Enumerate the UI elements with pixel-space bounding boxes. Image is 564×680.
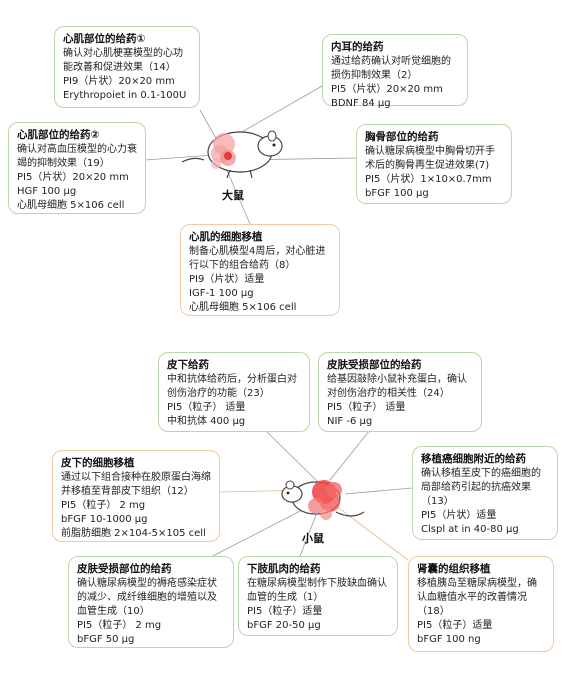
- mouse-box-subcutaneous: 皮下给药 中和抗体给药后，分析蛋白对创伤治疗的功能（23） PI5（粒子） 适量…: [158, 352, 310, 432]
- box-title: 心肌部位的给药②: [17, 129, 100, 141]
- box-title: 心肌的细胞移植: [189, 231, 263, 243]
- box-line: PI5（粒子） 适量: [327, 402, 406, 413]
- mouse-box-skin-damage-1: 皮肤受损部位的给药 给基因敲除小鼠补充蛋白，确认对创伤治疗的相关性（24） PI…: [318, 352, 482, 432]
- rat-box-sternum: 胸骨部位的给药 确认糖尿病模型中胸骨切开手术后的胸骨再生促进效果(7) PI5（…: [356, 124, 512, 204]
- box-line: PI5（粒子）适量: [417, 620, 493, 631]
- box-desc: 确认糖尿病模型中胸骨切开手术后的胸骨再生促进效果(7): [365, 146, 495, 171]
- box-title: 胸骨部位的给药: [365, 131, 439, 143]
- box-line: PI5（粒子）适量: [247, 606, 323, 617]
- box-title: 下肢肌肉的给药: [247, 563, 321, 575]
- box-desc: 制备心肌模型4周后，对心脏进行以下的组合给药（8）: [189, 246, 326, 271]
- box-line: 心肌母细胞 5×106 cell: [17, 200, 125, 211]
- box-line: PI5（粒子） 适量: [167, 402, 246, 413]
- box-desc: 移植胰岛至糖尿病模型，确认血糖值水平的改善情况（18）: [417, 578, 537, 617]
- box-line: IGF-1 100 μg: [189, 288, 254, 299]
- box-line: bFGF 10-1000 μg: [61, 514, 148, 525]
- rat-icon: [181, 130, 283, 179]
- box-line: PI5（粒子） 2 mg: [61, 500, 146, 511]
- box-desc: 通过以下组合接种在胶原蛋白海绵并移植至背部皮下组织（12）: [61, 472, 211, 497]
- box-line: bFGF 50 μg: [77, 634, 135, 645]
- box-line: bFGF 100 μg: [365, 188, 429, 199]
- rat-illustration: [180, 118, 290, 186]
- rat-label: 大鼠: [222, 189, 244, 202]
- box-title: 心肌部位的给药①: [63, 33, 146, 45]
- box-desc: 通过给药确认对听觉细胞的损伤抑制效果（2）: [331, 56, 451, 81]
- box-title: 皮下的细胞移植: [61, 457, 135, 469]
- mouse-box-kidney-capsule: 肾囊的组织移植 移植胰岛至糖尿病模型，确认血糖值水平的改善情况（18） PI5（…: [408, 556, 554, 652]
- box-line: PI9（片状）适量: [189, 274, 265, 285]
- box-desc: 中和抗体给药后，分析蛋白对创伤治疗的功能（23）: [167, 374, 297, 399]
- box-line: Erythropoiet in 0.1-100U: [63, 90, 187, 101]
- box-desc: 在糖尿病模型制作下肢缺血确认血管的生成（1）: [247, 578, 387, 603]
- box-title: 肾囊的组织移植: [417, 563, 491, 575]
- box-line: PI5（粒子） 2 mg: [77, 620, 162, 631]
- rat-box-inner-ear: 内耳的给药 通过给药确认对听觉细胞的损伤抑制效果（2） PI5（片状）20×20…: [322, 34, 468, 109]
- box-line: NIF -6 μg: [327, 416, 373, 427]
- box-title: 皮肤受损部位的给药: [77, 563, 172, 575]
- mouse-illustration: [276, 472, 366, 528]
- mouse-box-skin-damage-2: 皮肤受损部位的给药 确认糖尿病模型的褥疮感染症状的减少、成纤维细胞的增殖以及血管…: [68, 556, 234, 648]
- box-desc: 确认糖尿病模型的褥疮感染症状的减少、成纤维细胞的增殖以及血管生成（10）: [77, 578, 217, 617]
- box-title: 皮下给药: [167, 359, 209, 371]
- box-line: bFGF 100 ng: [417, 634, 481, 645]
- mouse-box-subcutaneous-cell: 皮下的细胞移植 通过以下组合接种在胶原蛋白海绵并移植至背部皮下组织（12） PI…: [52, 450, 220, 542]
- mouse-box-lower-limb: 下肢肌肉的给药 在糖尿病模型制作下肢缺血确认血管的生成（1） PI5（粒子）适量…: [238, 556, 398, 636]
- box-line: PI5（片状）20×20 mm: [17, 172, 129, 183]
- box-line: bFGF 20-50 μg: [247, 620, 321, 631]
- box-line: BDNF 84 μg: [331, 98, 391, 109]
- box-desc: 确认移植至皮下的癌细胞的局部给药引起的抗癌效果（13）: [421, 468, 541, 507]
- box-title: 移植癌细胞附近的给药: [421, 453, 526, 465]
- rat-box-myocardium-1: 心肌部位的给药① 确认对心肌梗塞模型的心功能改善和促进效果（14） PI9（片状…: [54, 26, 200, 108]
- box-desc: 确认对心肌梗塞模型的心功能改善和促进效果（14）: [63, 48, 183, 73]
- box-title: 皮肤受损部位的给药: [327, 359, 422, 371]
- box-line: PI9（片状）20×20 mm: [63, 76, 175, 87]
- box-line: 中和抗体 400 μg: [167, 416, 246, 427]
- box-line: 心肌母细胞 5×106 cell: [189, 302, 297, 313]
- box-line: HGF 100 μg: [17, 186, 77, 197]
- rat-box-cell-transplant: 心肌的细胞移植 制备心肌模型4周后，对心脏进行以下的组合给药（8） PI9（片状…: [180, 224, 340, 316]
- box-line: Clspl at in 40-80 μg: [421, 524, 519, 535]
- box-line: PI5（片状）20×20 mm: [331, 84, 443, 95]
- box-title: 内耳的给药: [331, 41, 384, 53]
- box-desc: 确认对高血压模型的心力衰竭的抑制效果（19）: [17, 144, 137, 169]
- box-desc: 给基因敲除小鼠补充蛋白，确认对创伤治疗的相关性（24）: [327, 374, 467, 399]
- mouse-label: 小鼠: [302, 532, 324, 545]
- box-line: PI5（片状）1×10×0.7mm: [365, 174, 492, 185]
- box-line: PI5（片状）适量: [421, 510, 497, 521]
- mouse-box-tumor: 移植癌细胞附近的给药 确认移植至皮下的癌细胞的局部给药引起的抗癌效果（13） P…: [412, 446, 558, 540]
- mouse-icon: [281, 480, 365, 520]
- rat-box-myocardium-2: 心肌部位的给药② 确认对高血压模型的心力衰竭的抑制效果（19） PI5（片状）2…: [8, 122, 146, 214]
- box-line: 前脂肪细胞 2×104-5×105 cell: [61, 528, 206, 539]
